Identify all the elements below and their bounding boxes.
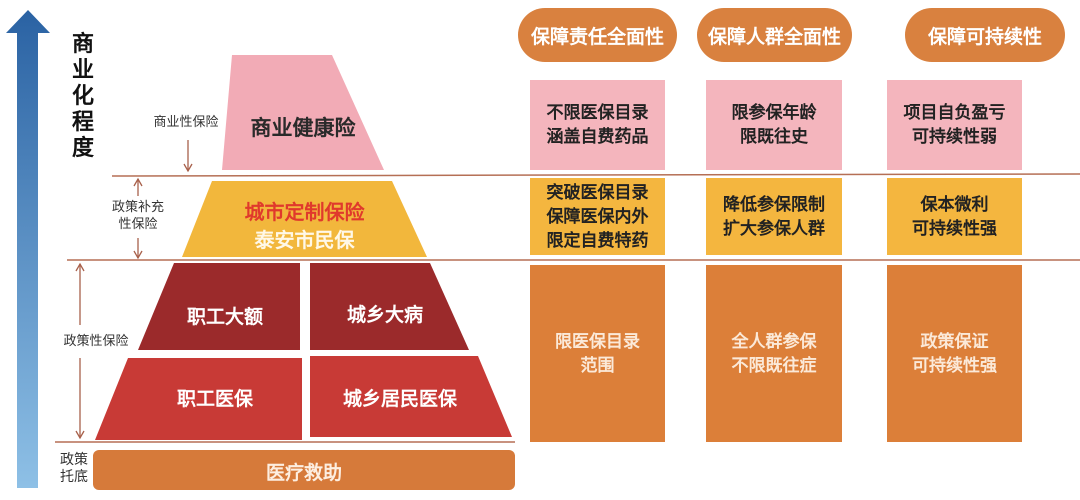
cell-line: 限定自费特药 — [546, 230, 649, 251]
cell-line: 可持续性弱 — [912, 127, 997, 147]
medical-assistance: 医疗救助 — [265, 462, 342, 484]
cell-policy-sustainability: 政策保证可持续性强 — [887, 265, 1022, 442]
cell-line: 突破医保目录 — [546, 182, 649, 203]
urban-rural-critical-illness: 城乡大病 — [346, 304, 423, 326]
cell-supplement-population: 降低参保限制扩大参保人群 — [706, 178, 842, 255]
cell-line: 全人群参保 — [731, 331, 817, 352]
divider-line — [111, 173, 1080, 177]
cell-line: 限既往史 — [740, 127, 808, 147]
pyramid-level4-left — [95, 358, 302, 440]
cell-line: 政策保证 — [920, 331, 989, 352]
cell-commercial-coverage: 不限医保目录涵盖自费药品 — [530, 80, 665, 170]
label-line: 政策 — [60, 452, 88, 468]
label-commercial-insurance: 商业性保险 — [153, 115, 219, 130]
cell-supplement-coverage: 突破医保目录保障医保内外限定自费特药 — [530, 178, 665, 255]
label-line: 政策补充 — [111, 200, 164, 215]
header-population-comprehensiveness: 保障人群全面性 — [697, 8, 852, 62]
cell-line: 范围 — [580, 355, 615, 376]
cell-line: 可持续性强 — [912, 355, 997, 376]
commercialization-arrow — [6, 10, 50, 488]
commercial-health-insurance: 商业健康险 — [250, 116, 356, 140]
cell-line: 保障医保内外 — [546, 206, 649, 227]
cell-policy-population: 全人群参保不限既往症 — [706, 265, 842, 442]
pyramid-middle-yellow — [182, 181, 427, 257]
employee-large-amount: 职工大额 — [186, 306, 263, 328]
label-line: 托底 — [60, 469, 88, 485]
range-arrows — [75, 140, 193, 440]
cell-line: 扩大参保人群 — [723, 218, 825, 239]
cell-policy-coverage: 限医保目录范围 — [530, 265, 665, 442]
cell-line: 可持续性强 — [912, 218, 997, 239]
cell-line: 不限医保目录 — [546, 103, 649, 123]
header-coverage-comprehensiveness: 保障责任全面性 — [518, 8, 677, 62]
cell-line: 保本微利 — [920, 194, 989, 215]
axis-label: 商业化程度 — [71, 32, 94, 161]
employee-medical-insurance: 职工医保 — [176, 388, 253, 410]
cell-supplement-sustainability: 保本微利可持续性强 — [887, 178, 1022, 255]
pyramid-top-pink — [222, 55, 384, 170]
cell-commercial-population: 限参保年龄限既往史 — [706, 80, 842, 170]
cell-line: 降低参保限制 — [723, 194, 825, 215]
pyramid-level4-right — [310, 356, 512, 437]
taian-citizen-insurance: 泰安市民保 — [254, 228, 355, 252]
cell-line: 项目自负盈亏 — [903, 103, 1006, 123]
label-policy-supplement: 政策补充 性保险 — [106, 199, 170, 233]
cell-line: 涵盖自费药品 — [546, 127, 649, 147]
label-policy-baseline: 政策 托底 — [58, 452, 90, 486]
label-policy-insurance: 政策性保险 — [63, 334, 129, 349]
pyramid-level3-left — [138, 263, 300, 350]
cell-commercial-sustainability: 项目自负盈亏可持续性弱 — [887, 80, 1022, 170]
urban-rural-resident-insurance: 城乡居民医保 — [342, 388, 457, 410]
cell-line: 不限既往症 — [731, 355, 817, 376]
pyramid-level3-right — [310, 263, 469, 350]
city-custom-insurance: 城市定制保险 — [244, 200, 365, 224]
pyramid-base — [93, 450, 515, 490]
header-sustainability: 保障可持续性 — [905, 8, 1065, 62]
cell-line: 限医保目录 — [555, 331, 640, 352]
label-line: 性保险 — [118, 217, 158, 232]
cell-line: 限参保年龄 — [731, 103, 817, 123]
